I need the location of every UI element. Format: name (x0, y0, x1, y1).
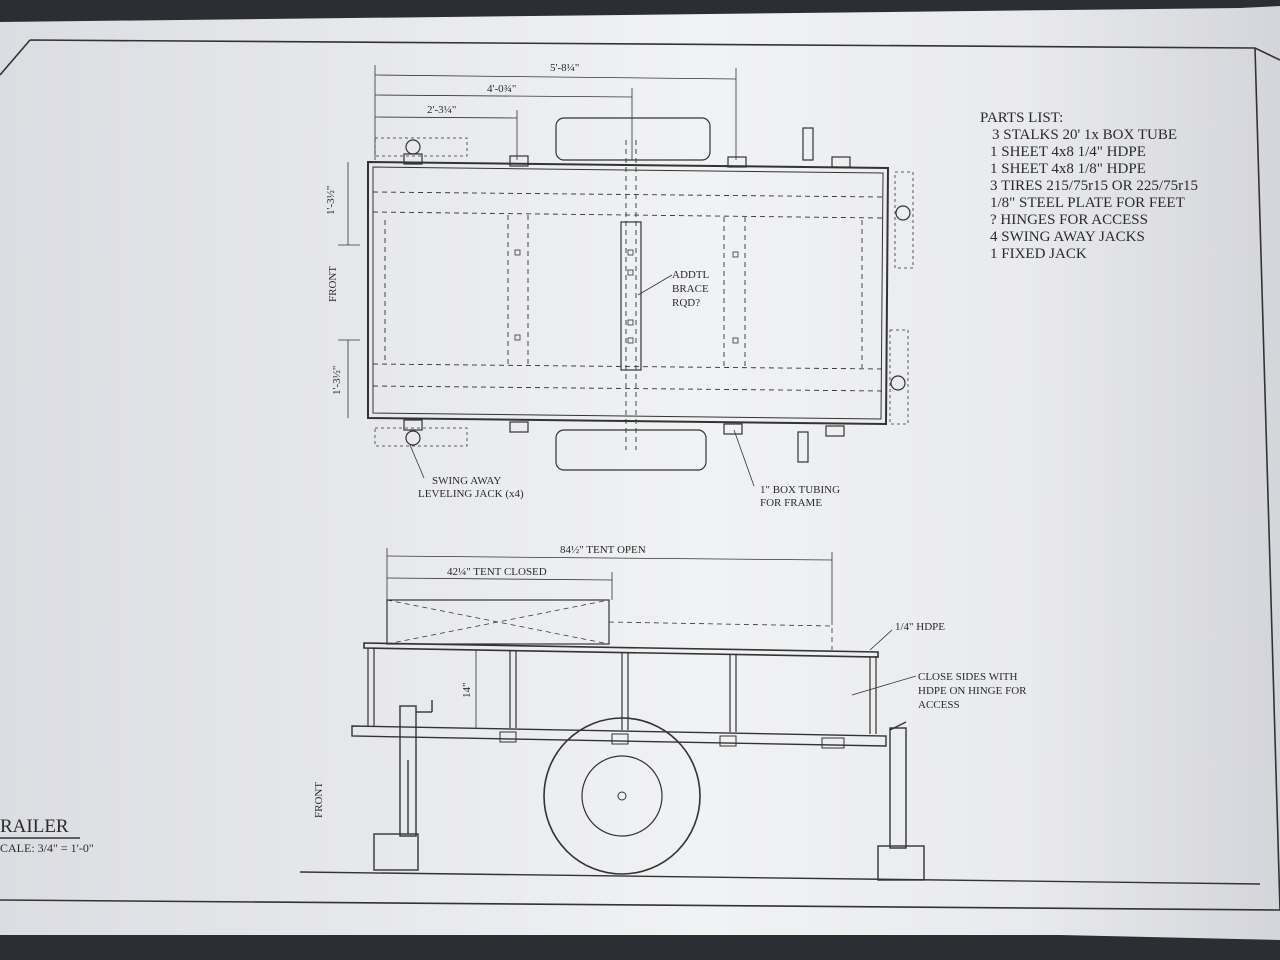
hdpe-label: 1/4" HDPE (895, 621, 945, 633)
wheel-hub (617, 791, 627, 801)
dim-short: 2'-3¼" (427, 104, 456, 116)
parts-item: ? HINGES FOR ACCESS (990, 212, 1148, 228)
dim-overall: 5'-8¼" (550, 62, 579, 74)
parts-item: 4 SWING AWAY JACKS (990, 229, 1145, 245)
parts-item: 1 FIXED JACK (990, 246, 1087, 262)
plan-front-label: FRONT (327, 266, 339, 302)
dim-tent-open: 84½" TENT OPEN (560, 544, 646, 556)
jack-note-2: LEVELING JACK (x4) (418, 488, 524, 500)
jack-mounts (403, 127, 851, 463)
dim-side-top: 1'-3½" (325, 186, 337, 215)
front-jack (373, 700, 433, 871)
dim-mid: 4'-0¾" (487, 83, 516, 95)
hdpe-deck (363, 642, 879, 658)
side-dimensions (338, 162, 360, 418)
parts-item: 1 SHEET 4x8 1/8" HDPE (990, 161, 1146, 177)
tubing-note-2: FOR FRAME (760, 497, 822, 509)
parts-item: 3 TIRES 215/75r15 OR 225/75r15 (990, 178, 1198, 194)
title-block: RAILER CALE: 3/4" = 1'-0" (0, 816, 94, 855)
parts-item: 1 SHEET 4x8 1/4" HDPE (990, 144, 1146, 160)
brace-note-1: ADDTL (672, 269, 710, 281)
wheel-tire (543, 717, 701, 875)
trailer-frame (367, 160, 890, 426)
tent-closed-cross (386, 599, 833, 650)
trailer-frame-inner (372, 166, 884, 420)
chassis-rail (351, 725, 887, 747)
sides-note-2: HDPE ON HINGE FOR (918, 685, 1027, 697)
jack-note-1: SWING AWAY (432, 475, 501, 487)
tubing-note-1: 1" BOX TUBING (760, 484, 840, 496)
drawing-scale: CALE: 3/4" = 1'-0" (0, 841, 94, 855)
ground-line (299, 871, 1261, 885)
elevation-leaders (851, 629, 917, 696)
parts-list-title: PARTS LIST: (980, 110, 1063, 126)
center-brace (620, 221, 642, 371)
chassis-brackets (499, 731, 845, 749)
swing-away-jacks (405, 139, 911, 446)
drawing-title: RAILER (0, 816, 69, 837)
wheel-rim (581, 755, 663, 837)
brace-note-2: BRACE (672, 283, 709, 295)
parts-item: 1/8" STEEL PLATE FOR FEET (990, 195, 1185, 211)
plan-view (338, 65, 914, 487)
paper (0, 6, 1280, 940)
side-posts (367, 648, 877, 734)
elevation-view-text: 84½" TENT OPEN 42¼" TENT CLOSED 14" 1/4"… (313, 544, 1027, 818)
sheet-border (0, 39, 1280, 911)
brace-note-3: RQD? (672, 297, 700, 309)
sides-note-1: CLOSE SIDES WITH (918, 671, 1017, 683)
parts-list: PARTS LIST: 3 STALKS 20' 1x BOX TUBE 1 S… (980, 110, 1198, 262)
fender-top (555, 117, 711, 161)
top-dimensions (374, 65, 737, 160)
sides-note-3: ACCESS (918, 699, 960, 711)
jack-swing-outline (374, 137, 914, 447)
dashed-members (372, 140, 884, 450)
leaders (409, 274, 755, 487)
bolt-marks (514, 249, 739, 344)
parts-item: 3 STALKS 20' 1x BOX TUBE (992, 127, 1177, 143)
elevation-front-label: FRONT (313, 782, 325, 818)
plan-view-text: 5'-8¼" 4'-0¾" 2'-3¼" 1'-3½" 1'-3½" FRONT… (325, 62, 840, 509)
dim-tent-closed: 42¼" TENT CLOSED (447, 566, 547, 578)
elevation-dimensions (386, 548, 833, 728)
dim-side-bottom: 1'-3½" (331, 366, 343, 395)
elevation-view (299, 548, 1261, 885)
fender-bottom (555, 429, 707, 471)
dim-height: 14" (461, 683, 473, 699)
